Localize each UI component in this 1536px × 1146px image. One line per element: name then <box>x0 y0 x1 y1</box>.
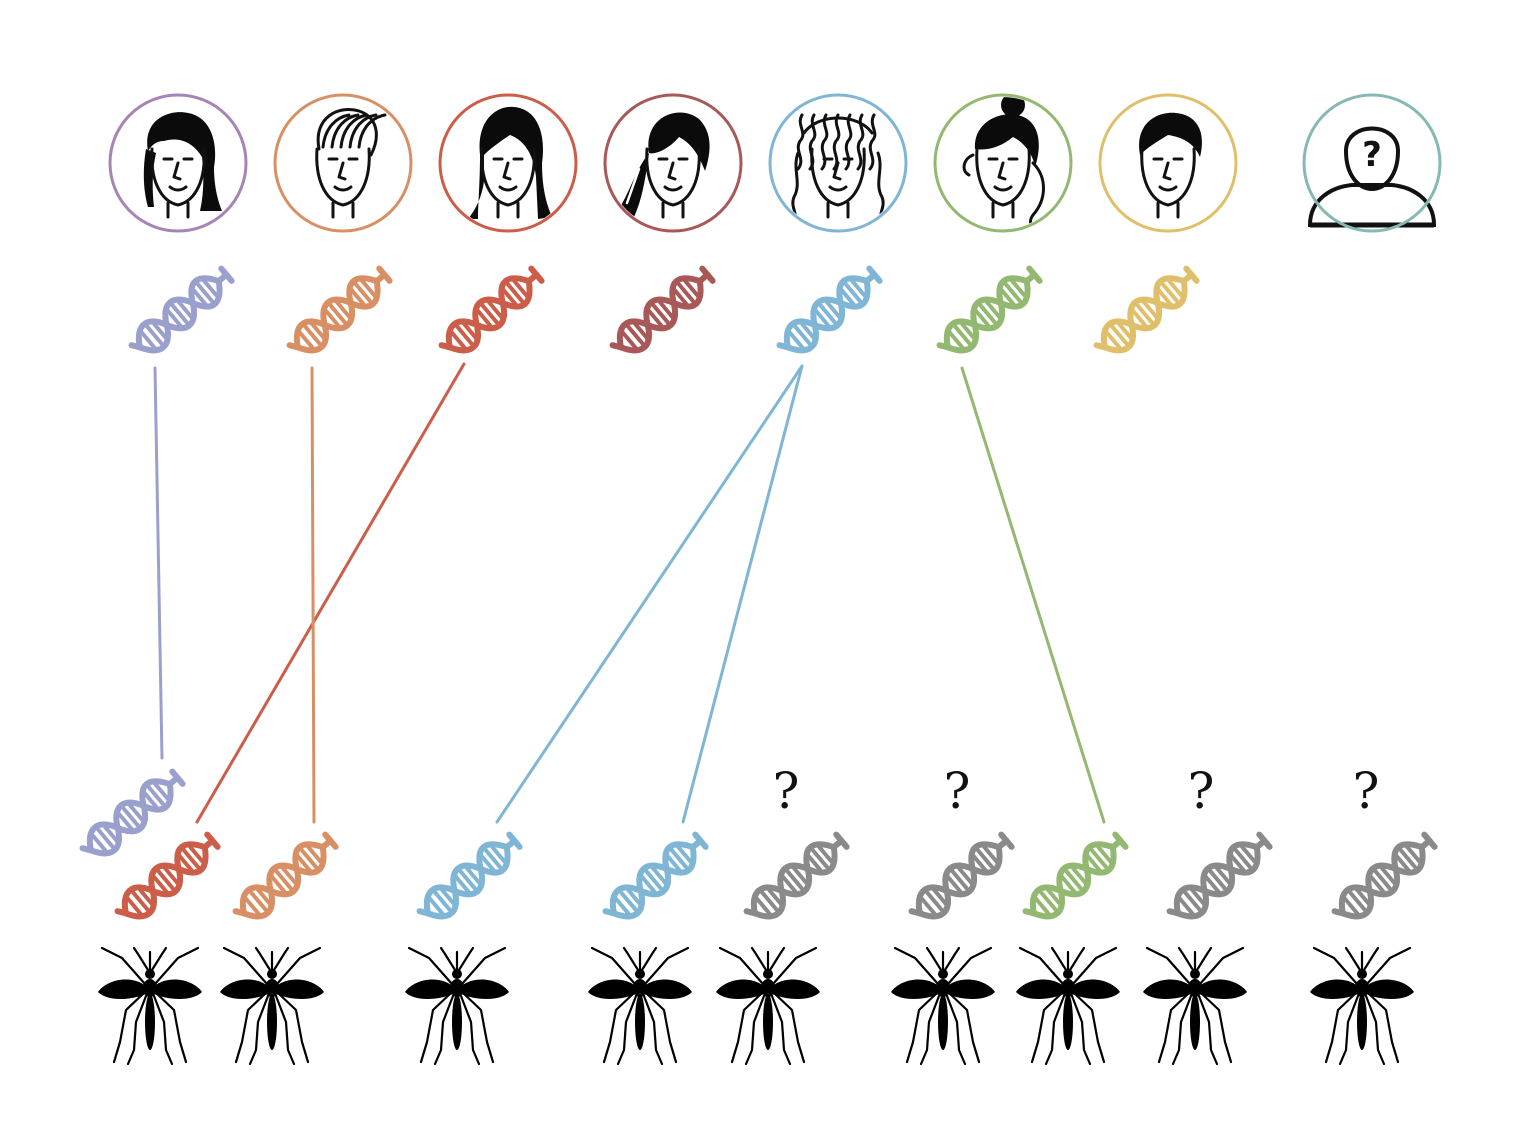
human-h8: ? <box>1302 93 1442 233</box>
human-h5 <box>768 93 908 233</box>
unknown-person-icon: ? <box>1307 126 1437 228</box>
dna-icon-m8 <box>1020 829 1130 928</box>
portrait-ring <box>1098 93 1238 233</box>
portrait-ring <box>108 93 248 233</box>
face-curly-icon <box>791 113 885 221</box>
mosquito-icon <box>889 946 997 1065</box>
portrait-ring <box>1302 93 1442 233</box>
unknown-person-label: ? <box>1362 135 1382 175</box>
dna-icon-m9 <box>1164 829 1274 928</box>
dna-icon-h6 <box>934 263 1044 362</box>
match-link-m5 <box>681 364 804 824</box>
mosquito-dna-row: ???? <box>77 762 1439 928</box>
human-row: ? <box>108 93 1442 233</box>
portrait-ring <box>933 93 1073 233</box>
mosquito-icon <box>1308 946 1416 1065</box>
dna-icon-h1 <box>126 263 236 362</box>
dna-icon-m7 <box>906 829 1016 928</box>
mosquito-icon <box>96 946 204 1065</box>
match-link-m4 <box>495 364 804 824</box>
mosquito-icon <box>218 946 326 1065</box>
human-h2 <box>273 93 413 233</box>
mosquito-row <box>96 946 1416 1065</box>
face-long-icon <box>468 106 552 220</box>
human-h1 <box>108 93 248 233</box>
portrait-ring <box>438 93 578 233</box>
match-links <box>153 362 1106 824</box>
mosquito-icon <box>403 946 511 1065</box>
dna-icon-m1 <box>77 766 187 865</box>
mosquito-icon <box>586 946 694 1065</box>
unknown-source-label: ? <box>773 762 800 820</box>
match-link-m3 <box>310 366 316 824</box>
dna-icon-m4 <box>414 829 524 928</box>
human-h3 <box>438 93 578 233</box>
mosquito-icon <box>1014 946 1122 1065</box>
portrait-ring <box>273 93 413 233</box>
human-h6 <box>933 93 1073 233</box>
match-link-m1 <box>153 366 164 760</box>
dna-icon-m10 <box>1329 829 1439 928</box>
human-h4 <box>603 93 743 233</box>
dna-icon-m6 <box>741 829 851 928</box>
dna-icon-h2 <box>284 263 394 362</box>
dna-icon-h3 <box>436 263 546 362</box>
dna-icon-m3 <box>230 829 340 928</box>
dna-icon-m5 <box>600 829 710 928</box>
match-link-m2 <box>195 362 466 824</box>
match-link-m8 <box>960 366 1106 824</box>
face-sidepart-icon <box>611 112 710 219</box>
face-bun-icon <box>962 97 1045 229</box>
dna-icon-h5 <box>774 263 884 362</box>
unknown-source-label: ? <box>1353 762 1380 820</box>
portrait-ring <box>603 93 743 233</box>
human-dna-row <box>126 263 1201 362</box>
mosquito-icon <box>1141 946 1249 1065</box>
unknown-source-label: ? <box>944 762 971 820</box>
dna-icon-h7 <box>1091 263 1201 362</box>
face-short-icon <box>1139 112 1202 219</box>
unknown-source-label: ? <box>1188 762 1215 820</box>
dna-icon-m2 <box>112 829 222 928</box>
human-h7 <box>1098 93 1238 233</box>
mosquito-icon <box>714 946 822 1065</box>
face-slick-icon <box>315 108 387 219</box>
portrait-ring <box>768 93 908 233</box>
face-bob-icon <box>143 112 222 219</box>
dna-icon-h4 <box>607 263 717 362</box>
